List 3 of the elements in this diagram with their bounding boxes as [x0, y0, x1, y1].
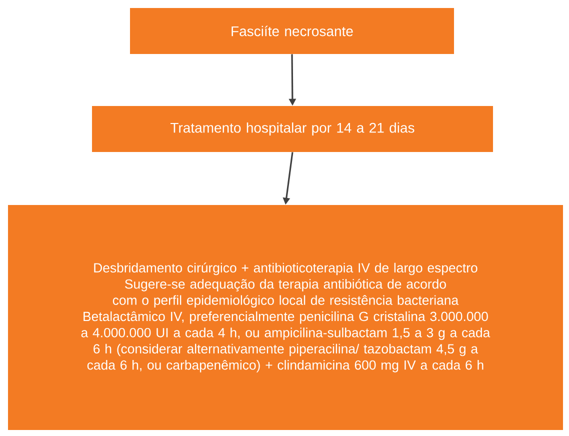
process-box: Fasciíte necrosante: [130, 8, 454, 54]
process-box: Desbridamento cirúrgico + antibioticoterapia IV de largo espectro Sugere-se adequação da terapia antibiótica de acordo com o perfil epidemiológico local de resistência bacteriana Betalactâmico IV, preferencialmente penicilina G cristalina 3.000.000 a 4.000.000 UI a cada 4 h, ou ampicilina-sulbactam 1,5 a 3 g a cada 6 h (considerar alternativamente piperacilina/ tazobactam 4,5 g a cada 6 h, ou carbapenêmico) + clindamicina 600 mg IV a cada 6 h: [8, 205, 563, 430]
process-box: Tratamento hospitalar por 14 a 21 dias: [92, 106, 493, 152]
